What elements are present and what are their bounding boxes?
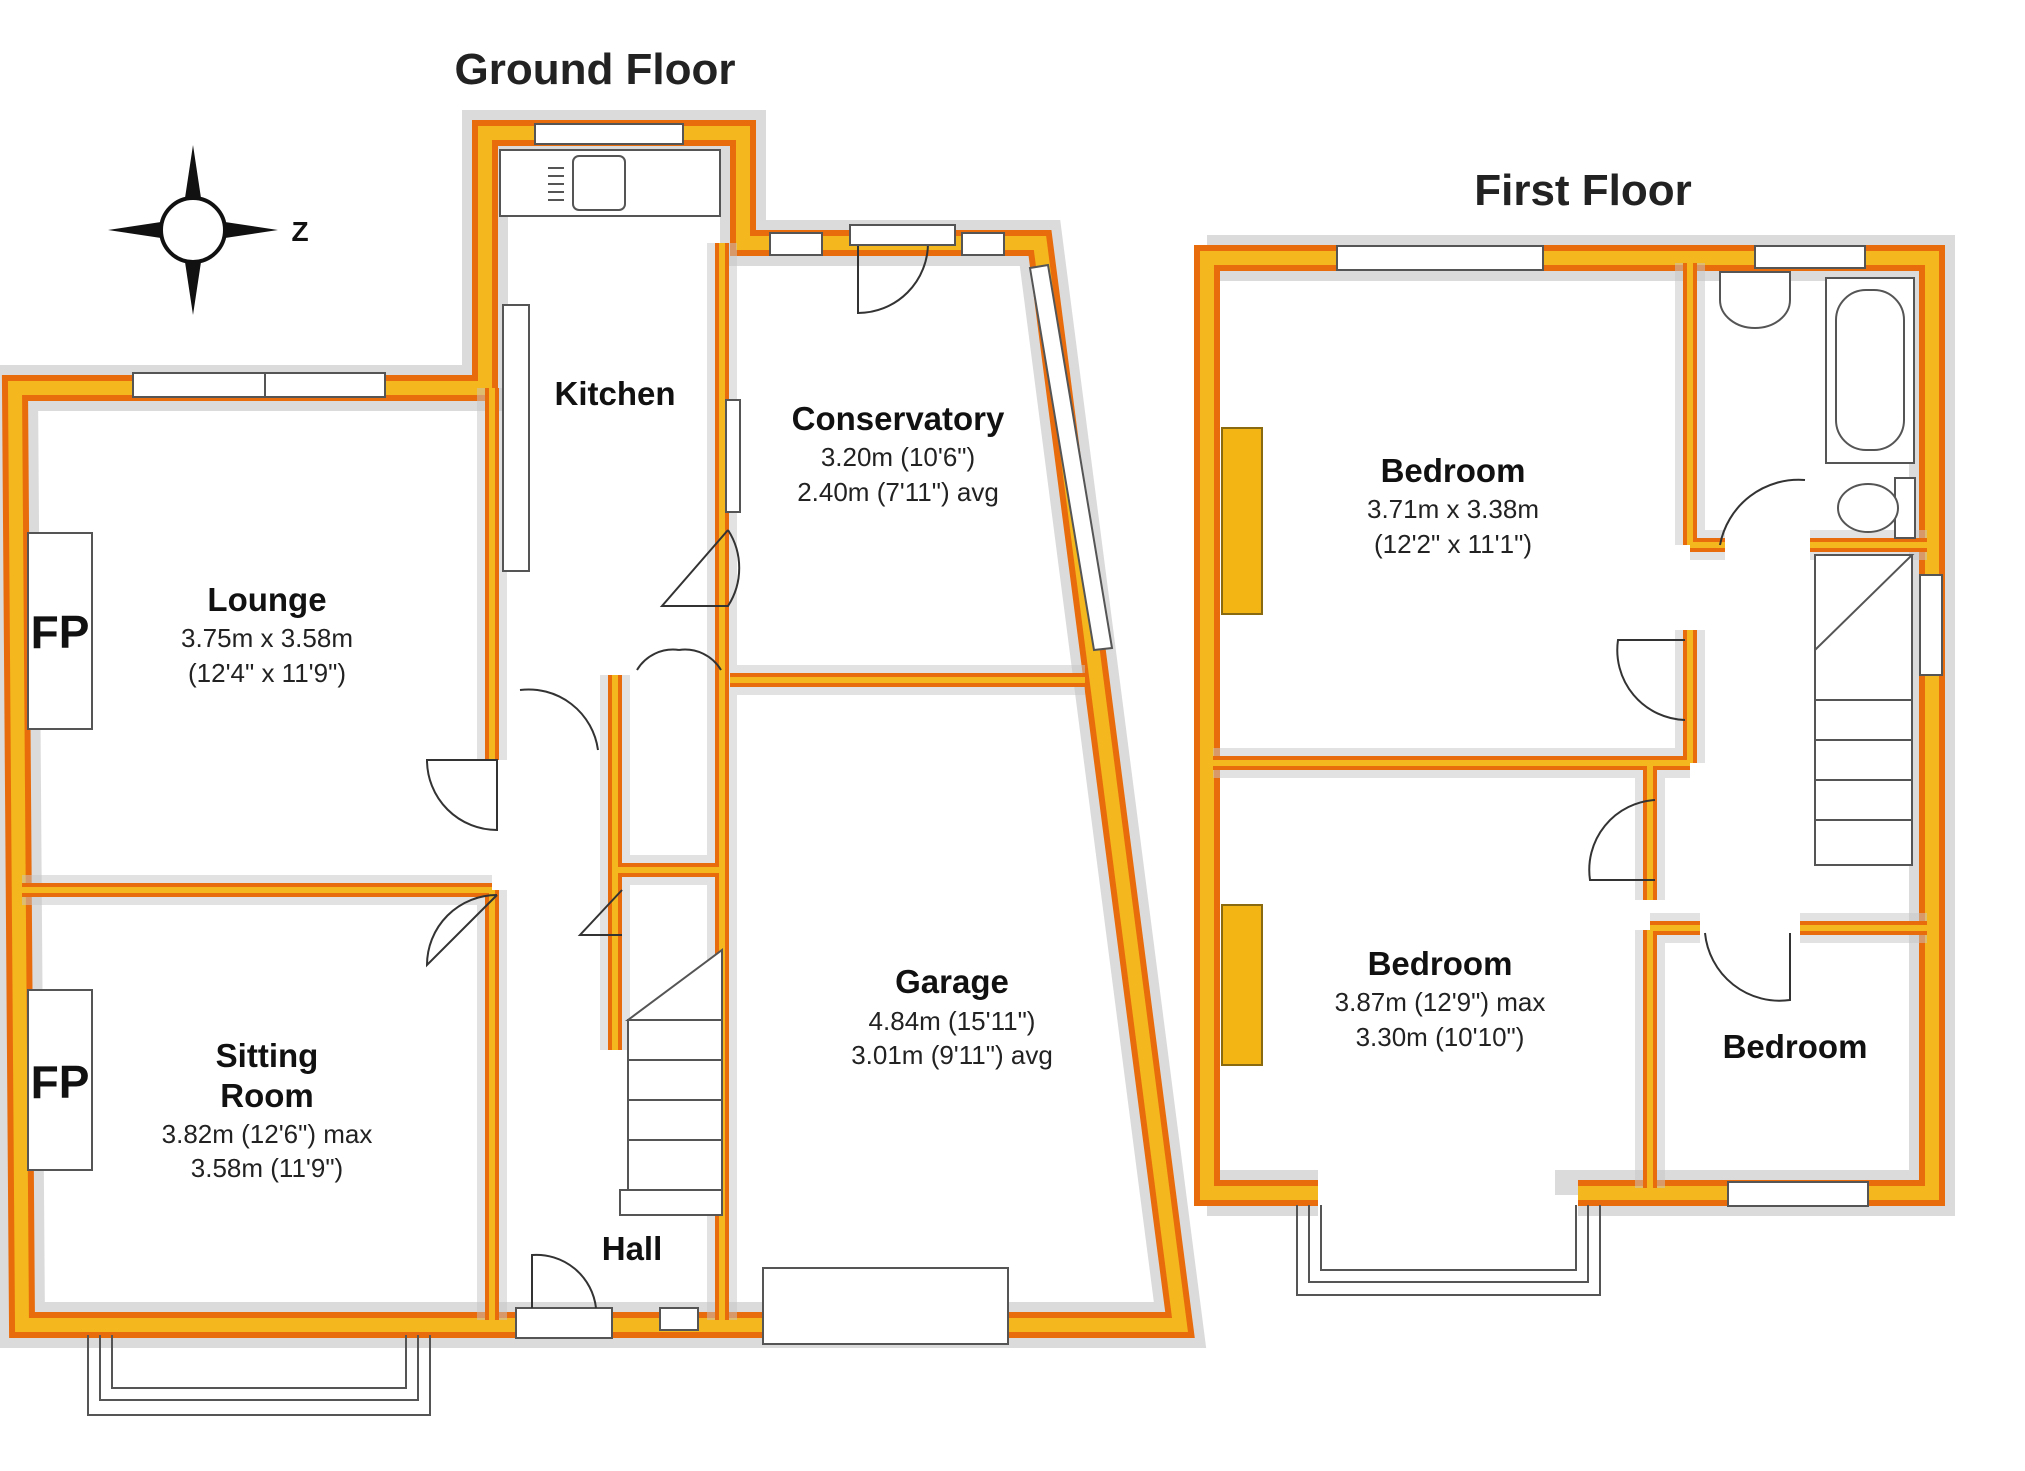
- bedroom2-dim-width: 3.30m (10'10"): [1356, 1022, 1525, 1052]
- ground-floor-title: Ground Floor: [454, 45, 735, 94]
- bedroom3-name: Bedroom: [1723, 1028, 1868, 1065]
- bedroom1-chimney-breast: [1221, 427, 1263, 615]
- kitchen-counter: [502, 304, 530, 572]
- compass-icon: Z: [108, 145, 309, 315]
- bedroom2-bay-window: [1296, 1205, 1601, 1296]
- bathroom-door-icon: [1719, 478, 1806, 546]
- sitting-dim-width: 3.58m (11'9"): [191, 1153, 343, 1183]
- basin: [1719, 271, 1791, 329]
- garage-name: Garage: [895, 963, 1009, 1000]
- bedroom1-window: [1336, 245, 1544, 271]
- hall-window: [659, 1307, 699, 1331]
- toilet-bowl: [1837, 483, 1899, 533]
- hall-front-door-frame: [515, 1307, 613, 1339]
- front-door-icon: [531, 1253, 597, 1309]
- garage-dim-width: 3.01m (9'11") avg: [851, 1040, 1053, 1070]
- first-stairs: [1814, 554, 1915, 866]
- compass-north-label: Z: [291, 216, 308, 247]
- lounge-name: Lounge: [207, 581, 326, 618]
- conservatory-outer-door-icon: [857, 242, 929, 315]
- conservatory-dim-width: 2.40m (7'11") avg: [797, 477, 999, 507]
- sitting-room-bay-window: [87, 1335, 431, 1416]
- bedroom3-window: [1727, 1181, 1869, 1207]
- kitchen-drainer-icon: [548, 167, 564, 201]
- lounge-dim-imperial: (12'4" x 11'9"): [188, 658, 346, 688]
- kitchen-window: [534, 123, 684, 145]
- lounge-fireplace: [27, 532, 93, 730]
- hall-name: Hall: [602, 1230, 663, 1267]
- bedroom1-dim-metric: 3.71m x 3.38m: [1367, 494, 1539, 524]
- bedroom1-door-icon: [1616, 639, 1686, 721]
- first-windows: [1336, 245, 1943, 1207]
- under-stair-door-icon: [577, 889, 623, 936]
- bedroom2-name: Bedroom: [1368, 945, 1513, 982]
- first-floor-title: First Floor: [1474, 166, 1692, 215]
- bedroom1-dim-imperial: (12'2" x 11'1"): [1374, 529, 1532, 559]
- sitting-name-line1: Sitting: [216, 1037, 319, 1074]
- ground-floor: Ground Floor Lounge 3.75m x 3.58m (12'4"…: [0, 45, 1207, 1416]
- garage-door: [762, 1267, 1009, 1345]
- ground-doors: [425, 224, 956, 1309]
- bathroom-window: [1754, 245, 1866, 269]
- first-interior-walls: [1213, 263, 1927, 1188]
- sitting-fireplace: [27, 989, 93, 1171]
- sitting-name-line2: Room: [220, 1077, 314, 1114]
- bedroom3-door-icon: [1704, 932, 1791, 1002]
- sitting-fireplace-label: FP: [31, 1056, 90, 1108]
- ground-stairs: [619, 948, 723, 1216]
- first-floor: First Floor Bedroom 3.71m x 3.38m (12'2"…: [1194, 166, 1955, 1296]
- lounge-fireplace-label: FP: [31, 606, 90, 658]
- kitchen-sink: [572, 155, 626, 211]
- conservatory-dim-length: 3.20m (10'6"): [821, 442, 975, 472]
- lounge-dim-metric: 3.75m x 3.58m: [181, 623, 353, 653]
- lounge-window: [132, 372, 386, 398]
- bedroom1-name: Bedroom: [1381, 452, 1526, 489]
- conservatory-window-right: [961, 232, 1005, 256]
- garage-dim-length: 4.84m (15'11"): [869, 1006, 1036, 1036]
- lounge-door-icon: [425, 759, 498, 832]
- ground-outer-wall-highlight: [7, 126, 1188, 1332]
- conservatory-long-window: [1028, 263, 1114, 652]
- first-doors: [1588, 478, 1806, 1002]
- bedroom2-door-icon: [1588, 799, 1656, 881]
- cupboard-double-door-icon: [636, 648, 722, 671]
- first-outer-wall-highlight: [1200, 251, 1939, 1200]
- sitting-door-icon: [425, 894, 498, 968]
- bath-inner: [1835, 289, 1905, 451]
- bedroom2-dim-length: 3.87m (12'9") max: [1335, 987, 1546, 1017]
- conservatory-window-left: [769, 232, 823, 256]
- hall-kitchen-door-icon: [519, 688, 599, 751]
- conservatory-inner-window: [725, 399, 741, 513]
- conservatory-name: Conservatory: [792, 400, 1005, 437]
- stair-window: [1919, 574, 1943, 676]
- kitchen-name: Kitchen: [554, 375, 675, 412]
- kitchen-conservatory-door-icon: [659, 529, 741, 607]
- sitting-dim-length: 3.82m (12'6") max: [162, 1119, 373, 1149]
- bedroom2-chimney-breast: [1221, 904, 1263, 1066]
